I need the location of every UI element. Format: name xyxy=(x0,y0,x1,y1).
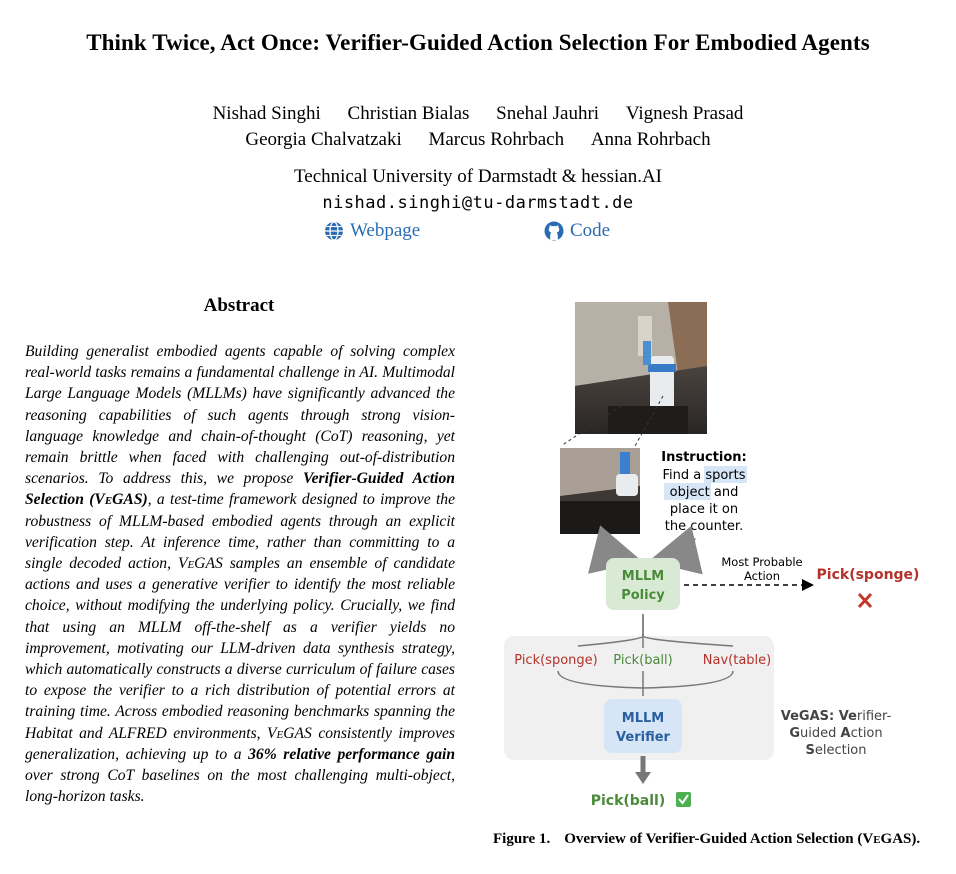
code-link-label[interactable]: Code xyxy=(570,220,611,241)
authors-line-1: Nishad Singhi Christian Bialas Snehal Ja… xyxy=(0,103,956,125)
abstract-body: Building generalist embodied agents capa… xyxy=(25,343,455,806)
vegas-panel xyxy=(504,636,774,760)
svg-text:MLLM: MLLM xyxy=(622,711,664,726)
abstract-heading: Abstract xyxy=(203,295,275,316)
candidate-action: Pick(sponge) xyxy=(514,653,597,668)
vegas-label: VeGAS: Verifier- Guided Action Selection xyxy=(781,709,892,758)
globe-icon xyxy=(325,221,343,241)
figure-caption: Figure 1.Overview of Verifier-Guided Act… xyxy=(493,831,921,847)
author: Anna Rohrbach xyxy=(590,129,711,150)
code-link[interactable]: Code xyxy=(544,220,610,242)
final-action: Pick(ball) xyxy=(591,793,666,809)
svg-text:Selection: Selection xyxy=(805,743,866,758)
svg-text:the counter.: the counter. xyxy=(665,519,743,534)
zoom-image xyxy=(560,448,640,534)
candidate-action: Nav(table) xyxy=(703,653,771,668)
svg-text:Guided Action: Guided Action xyxy=(789,726,882,741)
authors-line-2: Georgia Chalvatzaki Marcus Rohrbach Anna… xyxy=(0,129,956,151)
verifier-box xyxy=(604,699,682,753)
svg-text:place it on: place it on xyxy=(670,502,738,517)
author: Christian Bialas xyxy=(347,103,470,124)
scene-image xyxy=(575,302,707,434)
webpage-link-label[interactable]: Webpage xyxy=(350,220,421,241)
affiliation: Technical University of Darmstadt & hess… xyxy=(293,166,662,187)
svg-text:Find a sports: Find a sports xyxy=(662,468,745,483)
svg-text:MLLM: MLLM xyxy=(622,569,664,584)
wrong-action: Pick(sponge) xyxy=(817,567,920,583)
author: Snehal Jauhri xyxy=(496,103,600,124)
svg-text:Policy: Policy xyxy=(621,588,665,603)
svg-text:Verifier: Verifier xyxy=(616,730,670,745)
author: Nishad Singhi xyxy=(212,103,321,124)
author: Vignesh Prasad xyxy=(625,103,744,124)
email[interactable]: nishad.singhi@tu-darmstadt.de xyxy=(322,193,634,213)
check-icon xyxy=(676,792,691,807)
candidate-action: Pick(ball) xyxy=(613,653,672,668)
cross-icon xyxy=(857,592,873,609)
figure-diagram: Instruction: Find a sports object and pl… xyxy=(504,302,920,809)
policy-box xyxy=(606,558,680,610)
author: Georgia Chalvatzaki xyxy=(245,129,402,150)
paper-title: Think Twice, Act Once: Verifier-Guided A… xyxy=(86,30,870,55)
svg-text:Action: Action xyxy=(744,569,780,583)
overview-figure: Instruction: Find a sports object and pl… xyxy=(488,296,938,816)
svg-text:VeGAS: Verifier-: VeGAS: Verifier- xyxy=(781,709,892,724)
webpage-link[interactable]: Webpage xyxy=(324,220,420,242)
github-icon xyxy=(544,221,564,241)
svg-text:object and: object and xyxy=(670,485,739,500)
instruction-text: Instruction: Find a sports object and pl… xyxy=(661,450,747,534)
svg-text:Instruction:: Instruction: xyxy=(661,450,746,465)
svg-text:Most Probable: Most Probable xyxy=(721,555,802,569)
author: Marcus Rohrbach xyxy=(428,129,565,150)
